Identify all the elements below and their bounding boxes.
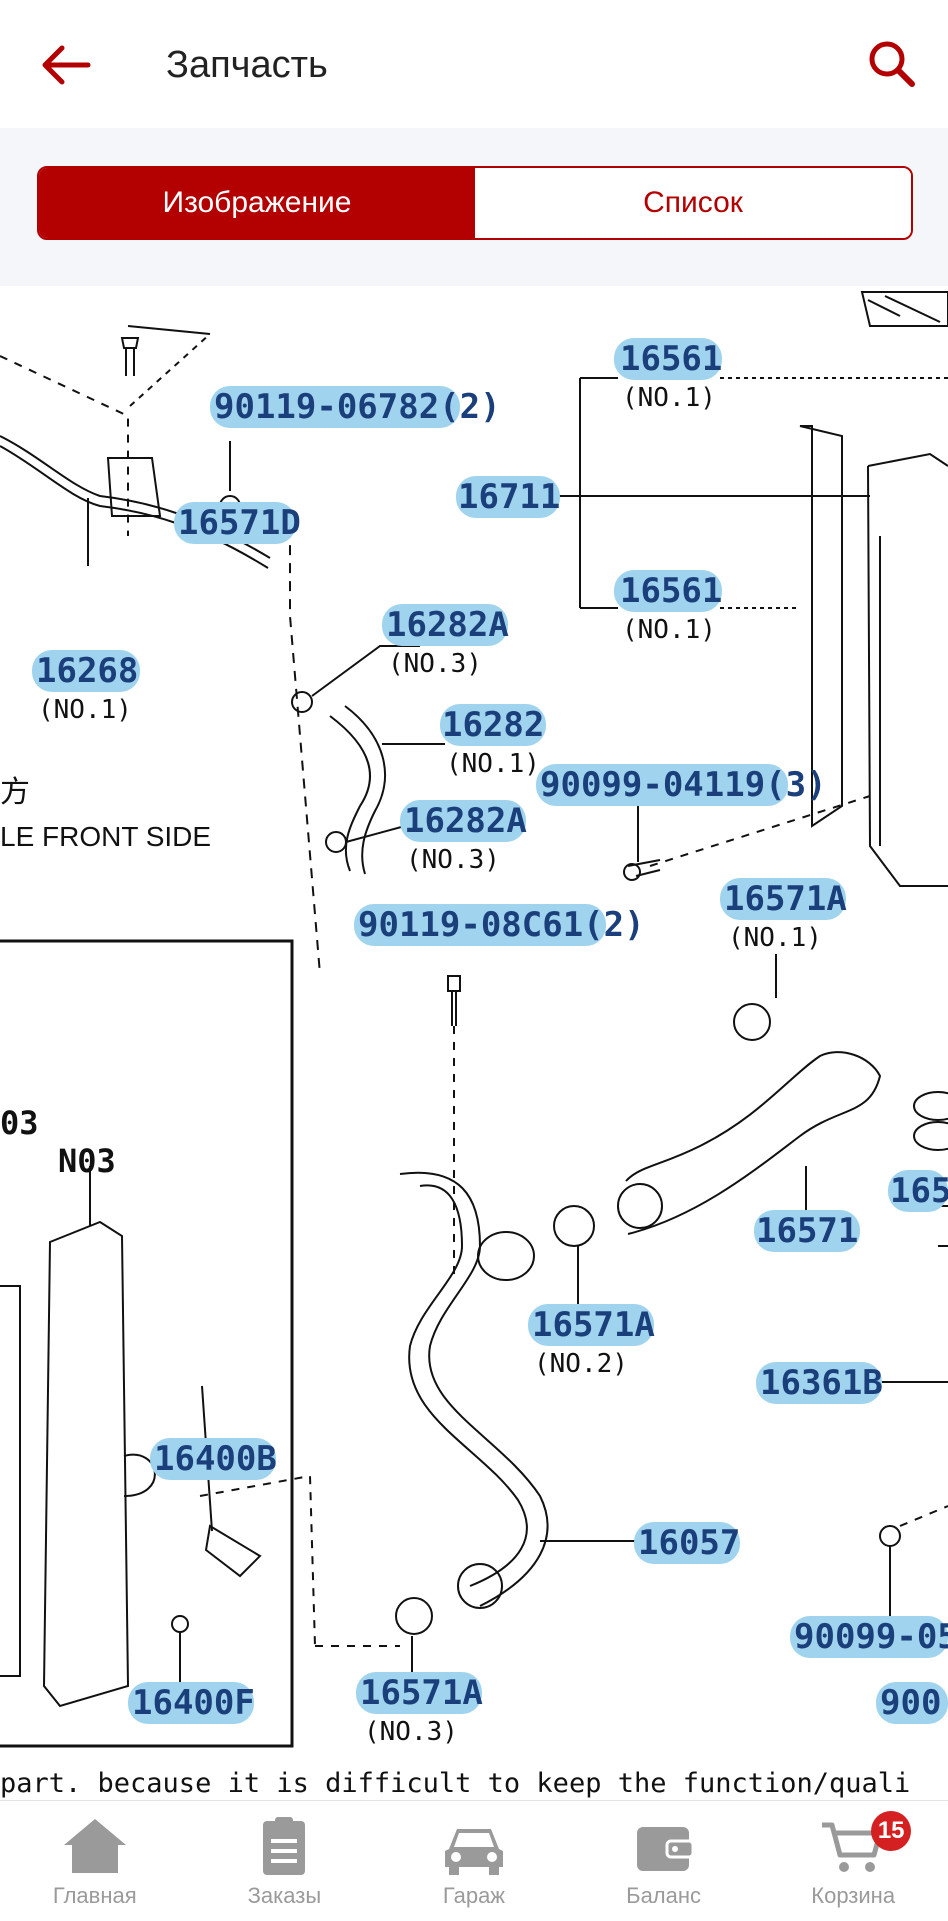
back-button[interactable] xyxy=(30,30,100,100)
nav-label: Гараж xyxy=(442,1883,506,1908)
parts-diagram[interactable]: 90119-06782(2) 16561 (NO.1) 16711 16571D… xyxy=(0,286,948,1800)
part-sublabel: (NO.3) xyxy=(406,845,500,875)
part-label[interactable]: 16361B xyxy=(760,1363,883,1403)
bottom-nav: Главная Заказы Гараж Баланс xyxy=(0,1800,948,1921)
tab-image[interactable]: Изображение xyxy=(39,168,475,238)
note-kanji: 方 xyxy=(0,775,30,810)
part-label[interactable]: 16571A xyxy=(532,1305,655,1345)
part-label[interactable]: 16571A xyxy=(724,879,847,919)
part-label[interactable]: 900 xyxy=(880,1683,941,1723)
nav-garage[interactable]: Гараж xyxy=(379,1801,569,1921)
nav-label: Главная xyxy=(52,1883,137,1908)
part-label[interactable]: 16571 xyxy=(756,1211,858,1251)
nav-orders[interactable]: Заказы xyxy=(190,1801,380,1921)
page-title: Запчасть xyxy=(166,44,328,86)
parts-diagram-svg: 90119-06782(2) 16561 (NO.1) 16711 16571D… xyxy=(0,291,948,1799)
nav-balance[interactable]: Баланс xyxy=(569,1801,759,1921)
part-label[interactable]: 90099-051 xyxy=(794,1617,948,1657)
part-label[interactable]: 16400B xyxy=(154,1439,277,1479)
part-sublabel: (NO.3) xyxy=(388,649,482,679)
part-label[interactable]: 90119-06782(2) xyxy=(214,387,501,427)
part-sublabel: (NO.1) xyxy=(622,615,716,645)
part-label[interactable]: 165 xyxy=(890,1171,948,1211)
part-sublabel: (NO.2) xyxy=(534,1349,628,1379)
arrow-left-icon xyxy=(42,45,91,85)
part-label[interactable]: 90119-08C61(2) xyxy=(358,905,645,945)
part-label[interactable]: 16400F xyxy=(132,1683,255,1723)
part-sublabel: (NO.1) xyxy=(728,923,822,953)
part-label[interactable]: 16711 xyxy=(458,477,560,517)
view-toggle-area: Изображение Список xyxy=(0,128,948,286)
wallet-icon xyxy=(636,1827,695,1871)
app-bar: Запчасть xyxy=(0,0,948,128)
tab-list[interactable]: Список xyxy=(475,168,911,238)
footer-note: part. because it is difficult to keep th… xyxy=(0,1768,910,1799)
clipboard-icon xyxy=(263,1817,306,1875)
part-sublabel: (NO.1) xyxy=(446,749,540,779)
note-front-side: LE FRONT SIDE xyxy=(0,821,211,852)
part-label[interactable]: 16571D xyxy=(178,503,301,543)
nav-label: Баланс xyxy=(626,1883,702,1908)
part-label[interactable]: 16561 xyxy=(620,571,722,611)
part-sublabel: (NO.1) xyxy=(622,383,716,413)
cart-badge: 15 xyxy=(871,1811,912,1851)
nav-cart[interactable]: Корзина 15 xyxy=(758,1801,948,1921)
box-label: 03 xyxy=(0,1104,39,1142)
nav-label: Заказы xyxy=(247,1883,322,1908)
view-toggle: Изображение Список xyxy=(37,166,913,240)
part-label[interactable]: 16571A xyxy=(360,1673,483,1713)
home-icon xyxy=(63,1819,126,1873)
search-icon xyxy=(869,41,915,87)
search-button[interactable] xyxy=(860,32,926,98)
box-label: N03 xyxy=(58,1142,116,1180)
part-label[interactable]: 16561 xyxy=(620,339,722,379)
nav-label: Корзина xyxy=(811,1883,896,1908)
part-label[interactable]: 16268 xyxy=(36,651,138,691)
car-icon xyxy=(444,1829,503,1875)
nav-home[interactable]: Главная xyxy=(0,1801,190,1921)
part-label[interactable]: 16057 xyxy=(638,1523,740,1563)
part-label[interactable]: 16282A xyxy=(386,605,509,645)
part-sublabel: (NO.1) xyxy=(38,695,132,725)
part-label[interactable]: 16282A xyxy=(404,801,527,841)
part-label[interactable]: 90099-04119(3) xyxy=(540,765,827,805)
part-label[interactable]: 16282 xyxy=(442,705,544,745)
part-sublabel: (NO.3) xyxy=(364,1717,458,1747)
